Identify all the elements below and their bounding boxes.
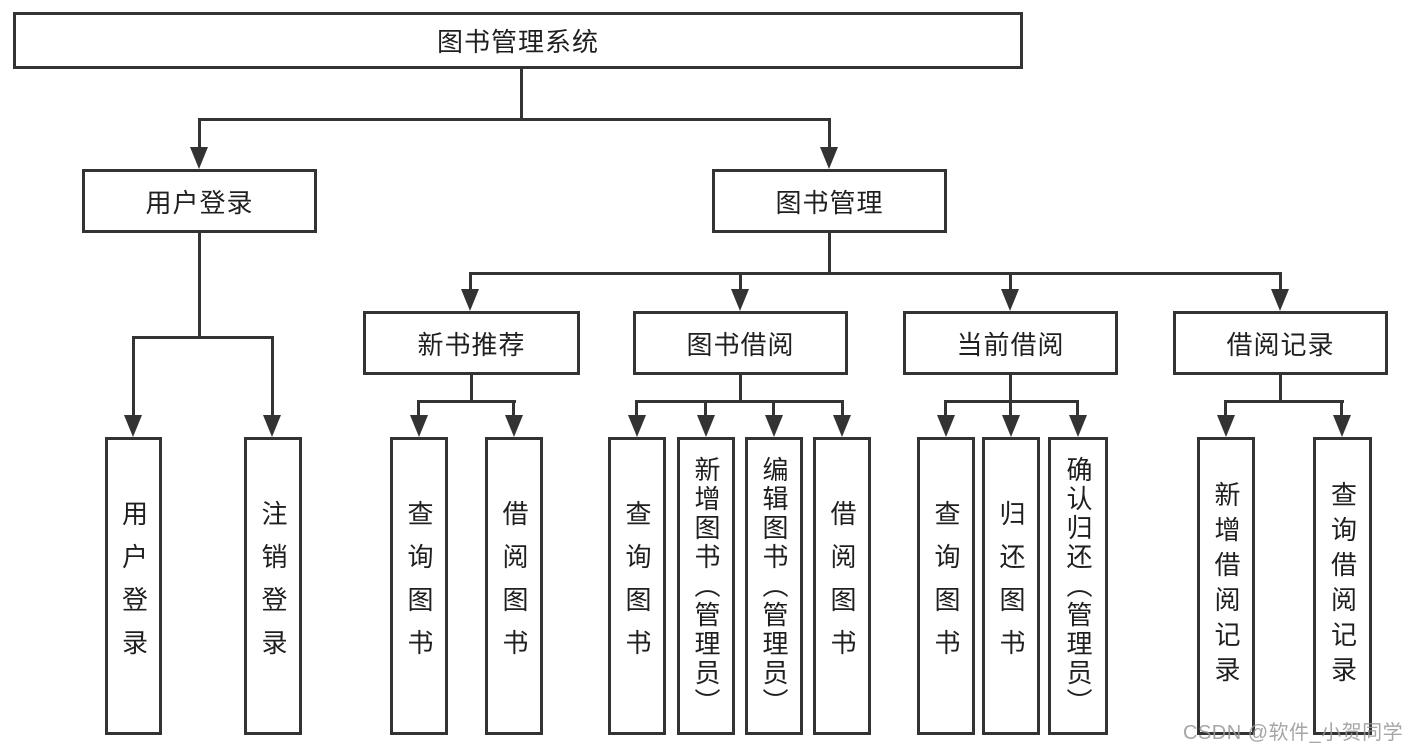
leaf-label: 用户登录 bbox=[118, 500, 149, 672]
connector-line bbox=[739, 275, 742, 291]
arrow-down-icon bbox=[263, 415, 281, 437]
leaf-borrow-books: 借阅图书 bbox=[813, 437, 871, 735]
connector-line bbox=[1076, 403, 1079, 417]
connector-line bbox=[1279, 375, 1282, 400]
arrow-down-icon bbox=[1002, 415, 1020, 437]
connector-line bbox=[828, 233, 831, 272]
leaf-label: 借阅图书 bbox=[499, 500, 529, 672]
connector-line bbox=[1009, 275, 1012, 291]
arrow-down-icon bbox=[1333, 415, 1351, 437]
leaf-label: 借阅图书 bbox=[827, 500, 857, 672]
leaf-label: 新增图书（管理员） bbox=[691, 455, 721, 717]
connector-line bbox=[704, 403, 707, 417]
arrow-down-icon bbox=[190, 147, 208, 169]
connector-line bbox=[198, 118, 831, 121]
connector-line bbox=[1224, 403, 1227, 417]
arrow-down-icon bbox=[1069, 415, 1087, 437]
connector-line bbox=[132, 339, 135, 417]
leaf-user-login: 用户登录 bbox=[105, 437, 162, 735]
connector-line bbox=[635, 403, 638, 417]
connector-line bbox=[1009, 375, 1012, 400]
connector-line bbox=[469, 275, 472, 291]
leaf-add-borrow-record: 新增借阅记录 bbox=[1197, 437, 1255, 735]
connector-line bbox=[1279, 275, 1282, 291]
connector-line bbox=[828, 121, 831, 149]
arrow-down-icon bbox=[505, 415, 523, 437]
leaf-add-books-admin: 新增图书（管理员） bbox=[677, 437, 735, 735]
node-user-login: 用户登录 bbox=[82, 169, 317, 233]
connector-line bbox=[470, 375, 473, 400]
node-label: 新书推荐 bbox=[417, 329, 526, 360]
leaf-label: 查询图书 bbox=[404, 500, 434, 672]
arrow-down-icon bbox=[461, 289, 479, 311]
connector-line bbox=[635, 400, 844, 403]
node-root-library-system: 图书管理系统 bbox=[13, 12, 1023, 69]
csdn-watermark: CSDN @软件_小贺同学 bbox=[1183, 722, 1404, 744]
connector-line bbox=[944, 400, 1079, 403]
leaf-label: 编辑图书（管理员） bbox=[759, 455, 789, 717]
leaf-label: 查询图书 bbox=[622, 500, 652, 672]
connector-line bbox=[198, 121, 201, 149]
connector-line bbox=[520, 69, 523, 118]
arrow-down-icon bbox=[697, 415, 715, 437]
connector-line bbox=[772, 403, 775, 417]
leaf-label: 确认归还（管理员） bbox=[1063, 455, 1093, 717]
leaf-confirm-return-admin: 确认归还（管理员） bbox=[1048, 437, 1108, 735]
node-new-book-recommend: 新书推荐 bbox=[363, 311, 580, 375]
connector-line bbox=[841, 403, 844, 417]
connector-line bbox=[1224, 400, 1344, 403]
leaf-edit-books-admin: 编辑图书（管理员） bbox=[745, 437, 803, 735]
connector-line bbox=[1340, 403, 1343, 417]
arrow-down-icon bbox=[937, 415, 955, 437]
arrow-down-icon bbox=[820, 147, 838, 169]
leaf-label: 查询借阅记录 bbox=[1327, 481, 1358, 691]
leaf-label: 注销登录 bbox=[258, 500, 288, 672]
arrow-down-icon bbox=[1271, 289, 1289, 311]
connector-line bbox=[417, 400, 516, 403]
connector-line bbox=[1009, 403, 1012, 417]
connector-line bbox=[469, 272, 1282, 275]
arrow-down-icon bbox=[1217, 415, 1235, 437]
connector-line bbox=[417, 403, 420, 417]
node-label: 图书管理 bbox=[775, 187, 884, 218]
leaf-borrow-books-recommend: 借阅图书 bbox=[485, 437, 543, 735]
node-book-management: 图书管理 bbox=[712, 169, 947, 233]
arrow-down-icon bbox=[124, 415, 142, 437]
leaf-label: 查询图书 bbox=[931, 500, 961, 672]
leaf-query-books-current: 查询图书 bbox=[917, 437, 975, 735]
node-borrow-records: 借阅记录 bbox=[1173, 311, 1388, 375]
arrow-down-icon bbox=[765, 415, 783, 437]
node-label: 当前借阅 bbox=[956, 329, 1065, 360]
node-book-borrow: 图书借阅 bbox=[633, 311, 848, 375]
arrow-down-icon bbox=[628, 415, 646, 437]
arrow-down-icon bbox=[833, 415, 851, 437]
arrow-down-icon bbox=[410, 415, 428, 437]
node-label: 图书管理系统 bbox=[436, 27, 599, 57]
arrow-down-icon bbox=[1001, 289, 1019, 311]
node-label: 用户登录 bbox=[145, 187, 254, 218]
connector-line bbox=[198, 233, 201, 336]
connector-line bbox=[512, 403, 515, 417]
leaf-query-books-recommend: 查询图书 bbox=[390, 437, 448, 735]
arrow-down-icon bbox=[731, 289, 749, 311]
leaf-label: 归还图书 bbox=[996, 500, 1026, 672]
leaf-return-books: 归还图书 bbox=[982, 437, 1040, 735]
connector-line bbox=[739, 375, 742, 400]
node-current-borrow: 当前借阅 bbox=[903, 311, 1118, 375]
leaf-query-borrow-record: 查询借阅记录 bbox=[1313, 437, 1372, 735]
node-label: 图书借阅 bbox=[686, 329, 795, 360]
leaf-label: 新增借阅记录 bbox=[1211, 481, 1241, 691]
node-label: 借阅记录 bbox=[1226, 329, 1335, 360]
connector-line bbox=[132, 336, 274, 339]
leaf-query-books-borrow: 查询图书 bbox=[608, 437, 666, 735]
leaf-logout: 注销登录 bbox=[244, 437, 302, 735]
connector-line bbox=[271, 339, 274, 417]
connector-line bbox=[944, 403, 947, 417]
